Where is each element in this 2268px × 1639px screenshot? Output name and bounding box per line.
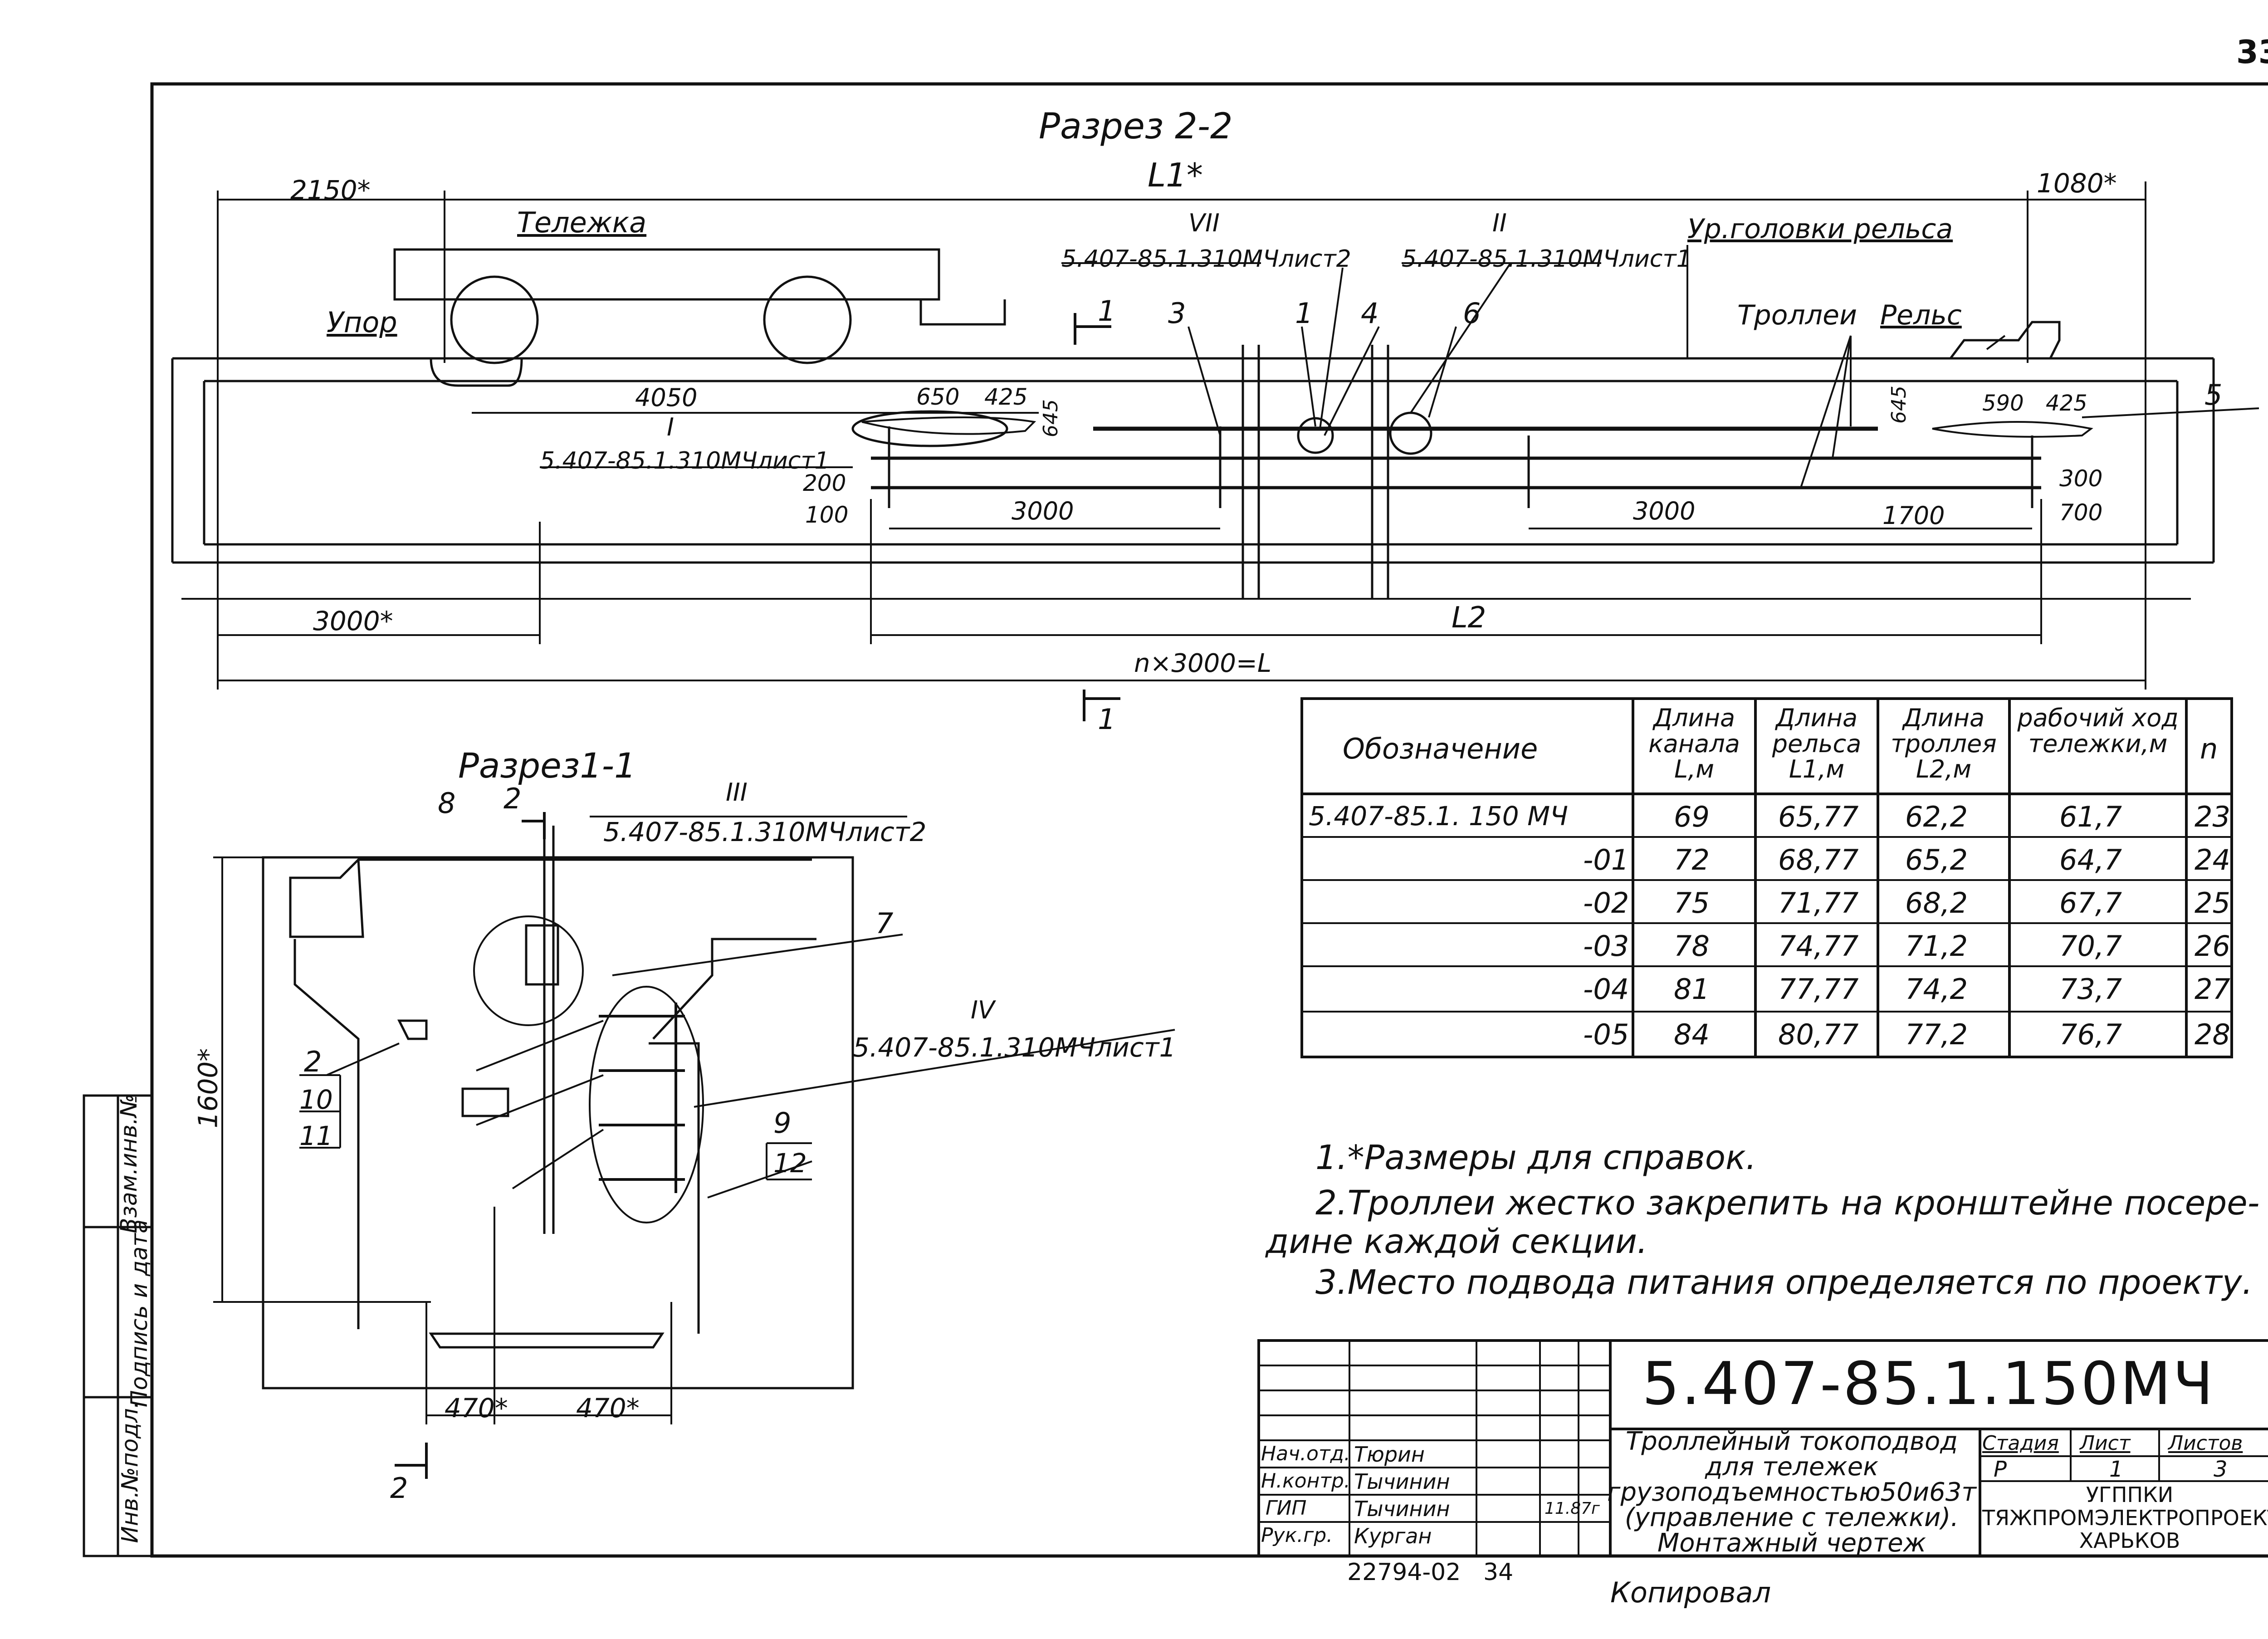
dim-200: 200	[803, 470, 846, 496]
label-rail: Рельс	[1880, 299, 1962, 331]
table-header-channel-length: Длина канала L,м	[1648, 704, 1740, 784]
date-note: 11.87г	[1545, 1499, 1600, 1518]
side-stamp	[83, 1094, 153, 1557]
dim-645-right: 645	[1887, 386, 1911, 424]
dim-650: 650	[916, 384, 960, 410]
table-header-designation: Обозначение	[1343, 732, 1538, 765]
mark-12: 12	[773, 1148, 807, 1179]
stage-label: Стадия	[1982, 1432, 2059, 1455]
note-1: 1.*Размеры для справок.	[1315, 1138, 1757, 1177]
section-2-2-drawing	[171, 181, 2259, 721]
callout-ii-ref: 5.407-85.1.310МЧлист1	[1402, 245, 1691, 273]
sheet-label: Лист	[2080, 1432, 2131, 1455]
section-mark-2-bottom: 2	[390, 1472, 408, 1505]
dim-3000-left: 3000	[1012, 497, 1074, 525]
role-2: Н.контр.	[1261, 1469, 1350, 1492]
side-stamp-inv-original: Инв.№подл.	[117, 1401, 143, 1543]
copied-by: Копировал	[1610, 1576, 1771, 1609]
callout-ii: II	[1492, 209, 1507, 237]
mark-1: 1	[1295, 297, 1313, 330]
mark-2-top: 2	[503, 782, 522, 815]
dim-470-left: 470*	[445, 1393, 508, 1424]
section-mark-1-top: 1	[1098, 294, 1116, 328]
sheet-frame	[150, 82, 2268, 1558]
label-stop: Упор	[327, 306, 397, 339]
org-block: УГППКИ ТЯЖПРОМЭЛЕКТРОПРОЕКТ ХАРЬКОВ	[1982, 1482, 2268, 1553]
sheets-value: 3	[2214, 1457, 2228, 1482]
inventory-number: 22794-02	[1347, 1559, 1461, 1586]
dim-4050: 4050	[635, 383, 698, 412]
mark-10: 10	[299, 1084, 333, 1115]
mark-4: 4	[1361, 297, 1379, 330]
dim-590: 590	[1982, 391, 2024, 416]
title-block-grid	[1257, 1339, 2268, 1557]
callout-vii-ref: 5.407-85.1.310МЧлист2	[1061, 245, 1351, 273]
mark-6: 6	[1463, 297, 1481, 330]
section-2-2-title: Разрез 2-2	[1039, 106, 1233, 147]
dim-100: 100	[805, 502, 849, 528]
table-grid	[1300, 697, 2233, 1058]
sheet-value: 1	[2109, 1457, 2123, 1482]
dim-3000-right: 3000	[1633, 497, 1696, 525]
callout-i-ref: 5.407-85.1.310МЧлист1	[540, 447, 830, 475]
dim-2150: 2150*	[290, 175, 371, 205]
inventory-sheet: 34	[1483, 1559, 1514, 1586]
callout-iv: IV	[971, 996, 995, 1024]
callout-iv-ref: 5.407-85.1.310МЧлист1	[853, 1032, 1176, 1063]
name-2: Тычинин	[1354, 1469, 1450, 1494]
role-1: Нач.отд.	[1261, 1442, 1350, 1465]
mark-7: 7	[875, 907, 894, 940]
dim-700: 700	[2059, 499, 2103, 526]
name-4: Курган	[1354, 1524, 1432, 1548]
table-header-trolley-length: Длина троллея L2,м	[1891, 704, 1997, 784]
dim-425-left: 425	[984, 384, 1028, 410]
stage-value: Р	[1994, 1457, 2007, 1482]
dim-L2: L2	[1452, 601, 1486, 635]
label-trolleys: Троллеи	[1737, 299, 1857, 331]
mark-5: 5	[2204, 378, 2223, 411]
dim-3000-star: 3000*	[313, 606, 393, 636]
table-header-rail-length: Длина рельса L1,м	[1772, 704, 1862, 784]
table-header-cart-travel: рабочий ход тележки,м	[2017, 704, 2179, 758]
mark-2-left: 2	[304, 1045, 322, 1078]
doc-title: Троллейный токоподвод для тележек грузоп…	[1607, 1427, 1976, 1558]
role-4: Рук.гр.	[1261, 1524, 1333, 1547]
callout-iii: III	[726, 778, 748, 807]
label-rail-head: Ур.головки рельса	[1687, 213, 1953, 245]
mark-9: 9	[773, 1106, 792, 1140]
name-3: Тычинин	[1354, 1497, 1450, 1521]
dim-645-left: 645	[1039, 399, 1062, 437]
dim-1080: 1080*	[2037, 168, 2117, 199]
section-mark-1-bottom: 1	[1098, 703, 1116, 736]
label-trolley-cart: Тележка	[517, 206, 647, 239]
dim-470-right: 470*	[576, 1393, 640, 1424]
side-stamp-signature-date: Подпись и дата	[126, 1219, 153, 1408]
role-3: ГИП	[1266, 1497, 1307, 1520]
dim-L1: L1*	[1148, 156, 1203, 194]
side-stamp-replace-inv: Взам.инв.№	[115, 1094, 142, 1233]
dim-1700: 1700	[1882, 501, 1945, 530]
name-1: Тюрин	[1354, 1442, 1425, 1467]
sheets-label: Листов	[2168, 1432, 2243, 1455]
callout-i: I	[667, 413, 674, 441]
doc-number: 5.407-85.1.150МЧ	[1642, 1349, 2215, 1418]
mark-8: 8	[438, 787, 456, 820]
page-number: 33	[2236, 34, 2268, 71]
dim-425-right: 425	[2046, 391, 2087, 416]
section-1-1-drawing	[213, 812, 1175, 1479]
dim-total: n×3000=L	[1134, 649, 1272, 678]
dim-300: 300	[2059, 465, 2103, 492]
note-3: 3.Место подвода питания определяется по …	[1315, 1263, 2253, 1302]
dim-1600: 1600*	[192, 1048, 224, 1129]
mark-11: 11	[299, 1120, 333, 1151]
note-2: 2.Троллеи жестко закрепить на кронштейне…	[1315, 1184, 2260, 1223]
callout-iii-ref: 5.407-85.1.310МЧлист2	[603, 817, 927, 847]
callout-vii: VII	[1188, 209, 1220, 237]
table-header-n: n	[2200, 732, 2218, 765]
section-1-1-title: Разрез1-1	[458, 745, 636, 786]
mark-3: 3	[1168, 297, 1186, 330]
note-2-cont: дине каждой секции.	[1266, 1222, 1648, 1261]
